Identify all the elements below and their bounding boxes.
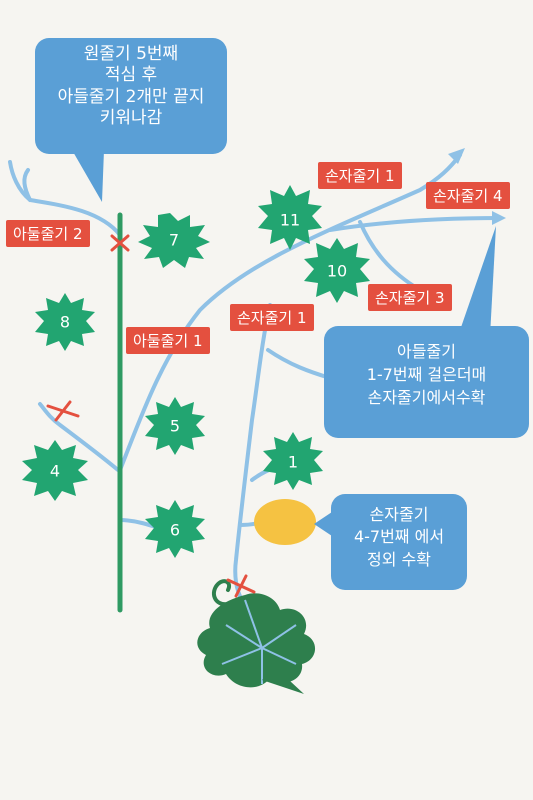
callout-main-topping: 원줄기 5번째 적심 후 아들줄기 2개만 끝지 키워나감 bbox=[35, 38, 227, 154]
label-son-stem-1: 아둘줄기 1 bbox=[126, 327, 210, 354]
leaf-4-shape bbox=[22, 440, 88, 501]
leaf-11-shape bbox=[258, 185, 322, 250]
callout-main-tail bbox=[72, 150, 104, 202]
callout-grandson-line-1: 손자줄기 bbox=[369, 505, 429, 524]
grandson-1-vine bbox=[233, 303, 272, 602]
leaf-6-shape bbox=[145, 500, 205, 558]
callout-son-line-1: 아들줄기 bbox=[397, 342, 456, 361]
callout-grandson-line-3: 정외 수확 bbox=[367, 549, 431, 569]
label-grandson-1-lower: 손자줄기 1 bbox=[230, 304, 314, 331]
son-stem-2-tendril bbox=[22, 168, 32, 202]
bottom-large-leaf bbox=[197, 593, 316, 694]
melon-fruit bbox=[254, 499, 316, 545]
callout-tails bbox=[72, 150, 496, 536]
leaf-number-10: 10 bbox=[327, 262, 347, 281]
leaf-8-shape bbox=[35, 293, 95, 351]
label-grandson-4: 손자줄기 4 bbox=[426, 182, 510, 209]
callout-grandson-harvest: 손자줄기 4-7번째 에서 정외 수확 bbox=[331, 494, 467, 590]
leaf-number-1: 1 bbox=[288, 453, 298, 472]
grandson-1-side bbox=[266, 348, 332, 380]
leaf-number-5: 5 bbox=[170, 417, 180, 436]
leaf-number-11: 11 bbox=[280, 211, 300, 230]
callout-grandson-tail bbox=[314, 512, 332, 536]
leaf-1-shape bbox=[263, 432, 323, 490]
leaf-7-shape bbox=[138, 213, 210, 268]
leaf-number-7: 7 bbox=[169, 231, 179, 250]
label-grandson-3: 손자줄기 3 bbox=[368, 284, 452, 311]
callout-grandson-line-2: 4-7번째 에서 bbox=[353, 527, 445, 547]
leaf-10-shape bbox=[304, 238, 370, 303]
cut-mark-left-branch bbox=[46, 400, 80, 422]
grandson-1-arrowhead bbox=[448, 148, 465, 164]
callout-son-tail bbox=[458, 226, 496, 336]
callout-son-harvest: 아들줄기 1-7번째 걸은더매 손자줄기에서수확 bbox=[324, 326, 529, 438]
leaves bbox=[22, 185, 370, 558]
cut-marks bbox=[46, 234, 256, 598]
bottom-leaf-veins bbox=[221, 599, 297, 684]
grandson-4-branch bbox=[328, 216, 502, 232]
grandson-4-arrowhead bbox=[492, 211, 506, 225]
leaf-numbers: 7 11 10 8 5 4 1 6 bbox=[50, 211, 347, 540]
leaf-number-8: 8 bbox=[60, 313, 70, 332]
son-stem-2-vine bbox=[8, 160, 122, 237]
curled-tendril bbox=[211, 579, 231, 607]
leaf-5-shape bbox=[145, 397, 205, 455]
left-lower-branch bbox=[38, 402, 120, 472]
leaf-number-4: 4 bbox=[50, 462, 60, 481]
leaf-number-6: 6 bbox=[170, 521, 180, 540]
callout-son-line-2: 1-7번째 걸은더매 bbox=[366, 365, 487, 385]
cut-mark-son-stem-2 bbox=[110, 234, 130, 252]
label-grandson-1-upper: 손자줄기 1 bbox=[318, 162, 402, 189]
bottom-leaf-shape bbox=[197, 593, 316, 688]
callout-main-line-2: 적심 후 bbox=[104, 65, 158, 86]
cut-mark-bottom bbox=[226, 574, 256, 598]
arrow-heads bbox=[448, 148, 506, 225]
grandson-3-branch bbox=[358, 220, 422, 292]
callout-main-line-4: 키워나감 bbox=[99, 107, 163, 128]
callout-son-line-3: 손자줄기에서수확 bbox=[367, 388, 486, 408]
label-son-stem-2: 아둘줄기 2 bbox=[6, 220, 90, 247]
callout-main-line-1: 원줄기 5번째 bbox=[83, 44, 179, 64]
bottom-leaf-tip bbox=[262, 668, 304, 694]
callout-main-line-3: 아들줄기 2개만 끝지 bbox=[57, 86, 205, 107]
